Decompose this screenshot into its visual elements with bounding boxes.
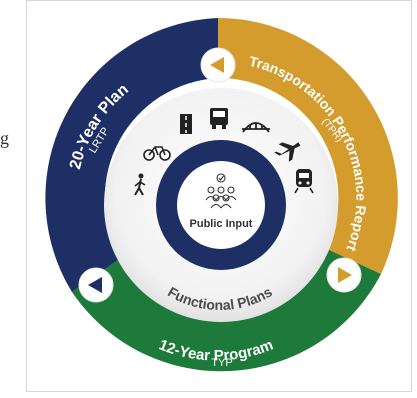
truck-icon bbox=[210, 108, 228, 129]
arrow-right-icon bbox=[338, 267, 352, 283]
ring-segment-20-year-plan bbox=[45, 18, 219, 292]
arrow-left-icon bbox=[88, 277, 102, 293]
road-icon bbox=[180, 114, 192, 134]
pedestrian-icon bbox=[134, 173, 146, 196]
arrow-button-right[interactable] bbox=[326, 257, 362, 293]
bridge-icon bbox=[242, 122, 270, 133]
arrow-button-left[interactable] bbox=[78, 267, 114, 303]
diagram-frame bbox=[26, 0, 412, 392]
arrow-button-top[interactable] bbox=[200, 47, 236, 83]
segment-subtitle-typ: TYP bbox=[211, 357, 232, 369]
train-icon bbox=[294, 169, 314, 194]
ring-segment-transportation-performance-report bbox=[218, 18, 398, 274]
clipped-text-fragment: g bbox=[0, 128, 9, 148]
public-input-core bbox=[177, 161, 265, 249]
airplane-icon bbox=[274, 142, 301, 162]
public-input-label: Public Input bbox=[190, 218, 253, 230]
people-group-icon bbox=[205, 173, 237, 209]
arrow-left-icon bbox=[210, 57, 224, 73]
bicycle-icon bbox=[143, 146, 171, 161]
